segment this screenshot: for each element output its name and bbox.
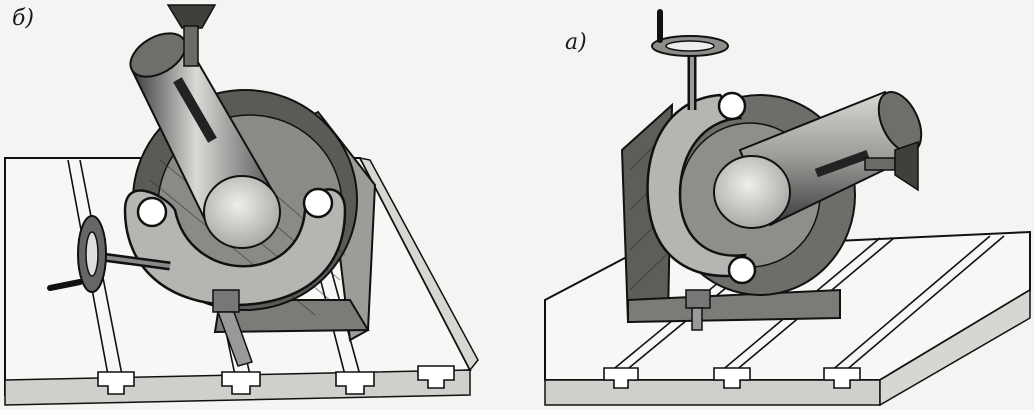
panel-label-b: б): [12, 6, 35, 31]
right-bolt: [685, 289, 711, 331]
left-clamp-ring: [123, 187, 347, 307]
panel-label-a: а): [565, 30, 587, 55]
right-assembly: [544, 9, 1031, 407]
right-clamp-ring: [646, 91, 757, 285]
right-handwheel[interactable]: [651, 9, 729, 110]
left-bolt: [212, 289, 253, 367]
left-handwheel[interactable]: [47, 215, 171, 293]
left-workpiece: [129, 32, 281, 249]
right-workpiece: [713, 90, 923, 229]
left-cutter: [166, 4, 217, 67]
left-assembly: [4, 4, 479, 406]
right-cutter: [864, 140, 919, 192]
